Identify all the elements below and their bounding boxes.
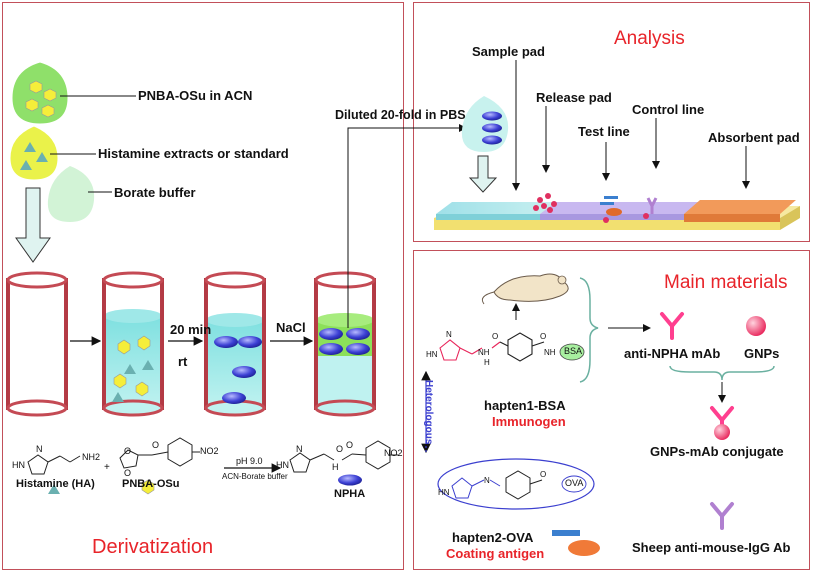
label-bsa: BSA (564, 346, 583, 356)
chem-o-1: O (124, 446, 132, 456)
coating-antigen-bar (552, 530, 580, 536)
label-heterologous: Heterologous (423, 380, 434, 445)
npha-structure (289, 440, 398, 473)
label-release-pad: Release pad (536, 90, 612, 105)
materials-brace (579, 277, 599, 383)
reagent-drop-histamine (9, 125, 59, 181)
label-control-line: Control line (632, 102, 705, 117)
analysis-panel (413, 2, 810, 242)
control-line-marks (643, 197, 658, 219)
sheep-antibody-icon (710, 502, 734, 530)
chem-h-a: H (484, 358, 490, 367)
reagent-drop-borate (47, 166, 95, 222)
chem-hn-1: HN (12, 460, 25, 470)
materials-title: Main materials (664, 272, 788, 293)
chem-no2-1: NO2 (200, 446, 219, 456)
analysis-title: Analysis (614, 28, 685, 49)
chem-o-2: O (124, 468, 132, 478)
label-npha: NPHA (334, 488, 366, 500)
pnba-structure (119, 437, 200, 469)
antibody-icon (660, 312, 684, 340)
chem-hn-b: HN (438, 488, 450, 497)
label-sheep-antibody: Sheep anti-mouse-IgG Ab (632, 540, 791, 555)
chem-n-1: N (36, 444, 43, 454)
chem-no2-2: NO2 (384, 448, 403, 458)
hapten2-oval (437, 458, 595, 510)
chem-o-5: O (346, 440, 354, 450)
chem-o-b: O (540, 332, 547, 341)
tube-2 (102, 271, 164, 417)
materials-panel (413, 250, 810, 570)
chem-plus: + (104, 462, 110, 473)
label-immunogen: Immunogen (492, 414, 566, 429)
label-coating-antigen: Coating antigen (446, 546, 545, 561)
chem-o-a: O (492, 332, 499, 341)
chem-n-b: N (484, 476, 490, 485)
histamine-structure (27, 454, 81, 475)
derivatization-panel (2, 2, 404, 570)
label-time: 20 min (170, 322, 212, 337)
chem-o-3: O (152, 440, 160, 450)
ova-carrier (561, 475, 587, 493)
tube-1 (6, 271, 68, 417)
label-ova: OVA (565, 478, 584, 488)
label-pnba-osu: PNBA-OSu in ACN (138, 88, 253, 103)
npha-symbol (338, 474, 362, 486)
chem-nh-a: NH (478, 348, 490, 357)
label-gnps: GNPs (744, 346, 780, 361)
chem-o-4: O (336, 444, 344, 454)
diluted-drop (461, 96, 509, 152)
chem-h-1: H (332, 462, 339, 472)
mouse-icon (481, 273, 569, 305)
conjugate-brace (669, 365, 775, 381)
label-anti-npha-mab: anti-NPHA mAb (624, 346, 721, 361)
chem-hn-a: HN (426, 350, 438, 359)
label-diluted: Diluted 20-fold in PBS (335, 108, 466, 122)
hapten1-structure (439, 332, 545, 362)
chem-hn-2: HN (276, 460, 289, 470)
label-pnba: PNBA-OSu (122, 478, 180, 490)
label-absorbent-pad: Absorbent pad (708, 130, 800, 145)
label-hapten1: hapten1-BSA (484, 398, 566, 413)
test-line-marks (600, 196, 622, 223)
label-sample-pad: Sample pad (472, 44, 545, 59)
histamine-symbol (48, 484, 60, 494)
chem-n-a: N (446, 330, 452, 339)
reagent-drop-pnba (11, 61, 69, 125)
chem-nh-b: NH (544, 348, 556, 357)
tube-4 (314, 271, 376, 417)
label-test-line: Test line (578, 124, 630, 139)
label-histamine-ha: Histamine (HA) (16, 478, 95, 490)
hapten2-structure (451, 470, 543, 500)
tube-3 (204, 271, 266, 417)
analysis-down-arrow (468, 155, 498, 193)
label-borate-buffer: Borate buffer (114, 185, 196, 200)
release-pad-particles (533, 193, 557, 213)
derivatization-title: Derivatization (92, 536, 214, 558)
bsa-carrier (559, 343, 585, 361)
chem-o-c: O (540, 470, 547, 479)
label-conjugate: GNPs-mAb conjugate (650, 444, 784, 459)
pnba-symbol (141, 479, 155, 495)
label-ph: pH 9.0 (236, 456, 263, 466)
coating-antigen-oval (568, 540, 600, 556)
chem-n-2: N (296, 444, 303, 454)
chem-nh2: NH2 (82, 452, 101, 462)
gnp-icon (746, 316, 766, 336)
label-nacl: NaCl (276, 320, 306, 335)
down-arrow (15, 187, 51, 263)
label-acn-borate: ACN-Borate buffer (222, 472, 288, 481)
conjugate-icon (710, 406, 734, 440)
label-hapten2: hapten2-OVA (452, 530, 534, 545)
label-histamine-extracts: Histamine extracts or standard (98, 146, 289, 161)
label-temp: rt (178, 354, 188, 369)
